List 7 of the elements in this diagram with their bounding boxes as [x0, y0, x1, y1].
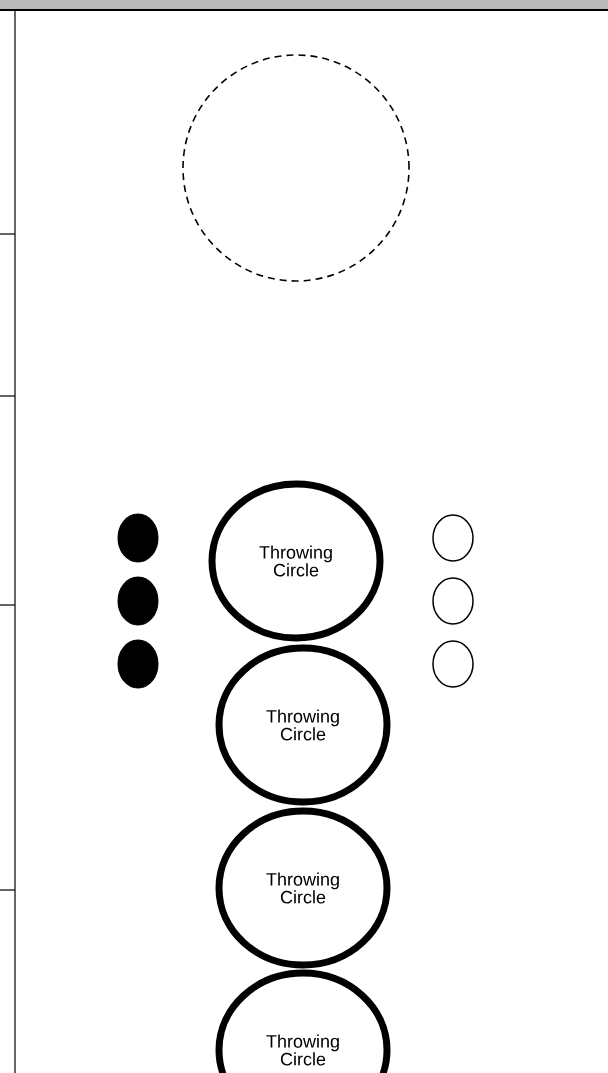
- dashed-circle: [182, 54, 410, 282]
- filled-marker: [117, 576, 159, 626]
- filled-marker: [117, 639, 159, 689]
- open-marker: [432, 640, 474, 688]
- open-marker: [432, 577, 474, 625]
- open-marker: [432, 514, 474, 562]
- filled-marker: [117, 513, 159, 563]
